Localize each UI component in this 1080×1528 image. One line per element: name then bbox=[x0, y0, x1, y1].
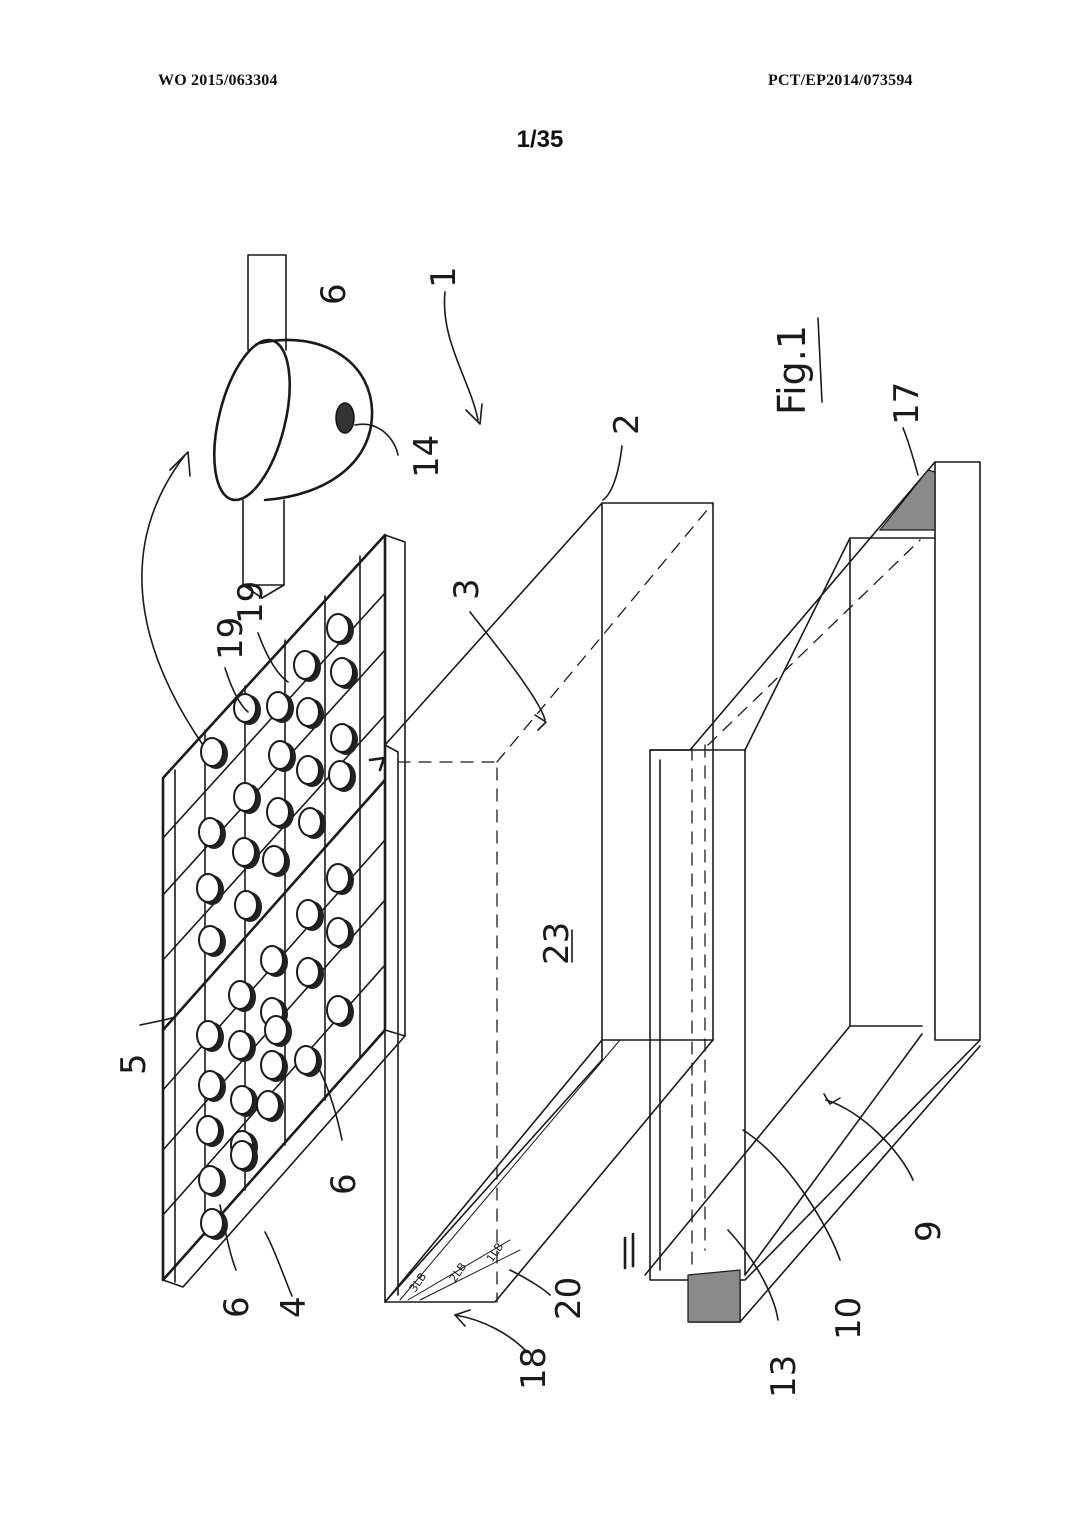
label-14: 14 bbox=[407, 435, 447, 478]
cup-bump bbox=[198, 1070, 222, 1100]
cup-bump bbox=[230, 1085, 254, 1115]
label-9: 9 bbox=[909, 1220, 949, 1242]
cup-bump bbox=[256, 1090, 280, 1120]
leader-3 bbox=[469, 611, 546, 721]
leader-6b bbox=[317, 1066, 343, 1141]
cup-bump bbox=[293, 650, 317, 680]
leader-18 bbox=[454, 1314, 526, 1351]
cup-bump bbox=[196, 1115, 220, 1145]
cup-bump bbox=[232, 837, 256, 867]
leader-13 bbox=[727, 1229, 779, 1321]
label-13: 13 bbox=[764, 1355, 804, 1398]
leader-4 bbox=[264, 1231, 293, 1297]
label-19b: 19 bbox=[231, 581, 271, 624]
cup-bump bbox=[233, 782, 257, 812]
cup-bump bbox=[296, 957, 320, 987]
leader-9 bbox=[825, 1099, 914, 1181]
scale-2lb: 2LB bbox=[447, 1260, 470, 1284]
label-19a: 19 bbox=[211, 617, 251, 660]
cup-bump bbox=[330, 723, 354, 753]
cup-bump bbox=[294, 1045, 318, 1075]
cup-bump bbox=[196, 873, 220, 903]
cup-bump bbox=[268, 740, 292, 770]
figure-caption: Fig.1 bbox=[770, 325, 814, 415]
label-17: 17 bbox=[887, 382, 927, 425]
leader-1 bbox=[443, 291, 479, 421]
cup-bump bbox=[228, 1030, 252, 1060]
cup-bump bbox=[198, 925, 222, 955]
leader-20 bbox=[509, 1269, 551, 1296]
box-2 bbox=[384, 502, 714, 1303]
cup-bump bbox=[326, 995, 350, 1025]
cup-bump bbox=[298, 807, 322, 837]
cup-bump bbox=[200, 737, 224, 767]
grid-tray bbox=[161, 533, 406, 1288]
leader-10 bbox=[742, 1129, 841, 1261]
application-number: PCT/EP2014/073594 bbox=[768, 72, 913, 89]
cup-bump bbox=[266, 797, 290, 827]
label-6a: 6 bbox=[314, 283, 354, 305]
cup-bump bbox=[326, 917, 350, 947]
cup-bump bbox=[198, 1165, 222, 1195]
leader-2 bbox=[602, 445, 623, 501]
label-18: 18 bbox=[514, 1347, 554, 1390]
label-23: 23 bbox=[537, 922, 577, 965]
cup-bump bbox=[200, 1208, 224, 1238]
cup-bump bbox=[326, 863, 350, 893]
label-3: 3 bbox=[447, 578, 487, 600]
label-1: 1 bbox=[424, 266, 464, 288]
label-4: 4 bbox=[274, 1296, 314, 1318]
cup-bump bbox=[266, 691, 290, 721]
label-6c: 6 bbox=[217, 1296, 257, 1318]
cup-bump bbox=[328, 760, 352, 790]
sheet-number: 1/35 bbox=[516, 126, 564, 153]
cup-bump bbox=[264, 1015, 288, 1045]
cup-bump bbox=[260, 1050, 284, 1080]
leader-17 bbox=[902, 427, 919, 476]
leader-19b bbox=[257, 632, 289, 683]
cup-bump bbox=[330, 657, 354, 687]
cup-bump bbox=[296, 697, 320, 727]
box-9 bbox=[623, 461, 981, 1323]
label-10: 10 bbox=[829, 1297, 869, 1340]
label-2: 2 bbox=[607, 413, 647, 435]
cup-bump bbox=[296, 899, 320, 929]
cup-bump bbox=[228, 980, 252, 1010]
cup-bump bbox=[262, 845, 286, 875]
cup-bump bbox=[196, 1020, 220, 1050]
label-20: 20 bbox=[549, 1277, 589, 1320]
label-5: 5 bbox=[114, 1053, 154, 1075]
cup-bump bbox=[198, 817, 222, 847]
label-6b: 6 bbox=[324, 1173, 364, 1195]
transfer-arrow bbox=[141, 454, 206, 749]
cup-bump bbox=[260, 945, 284, 975]
leader-19a bbox=[224, 667, 249, 713]
cup-bump bbox=[234, 890, 258, 920]
leader-6c bbox=[219, 1204, 237, 1271]
leader-5 bbox=[139, 1017, 173, 1026]
cup-bump bbox=[230, 1140, 254, 1170]
publication-number: WO 2015/063304 bbox=[158, 72, 278, 89]
cup-bump bbox=[296, 755, 320, 785]
cup-detail bbox=[213, 254, 399, 599]
cup-bump bbox=[326, 613, 350, 643]
